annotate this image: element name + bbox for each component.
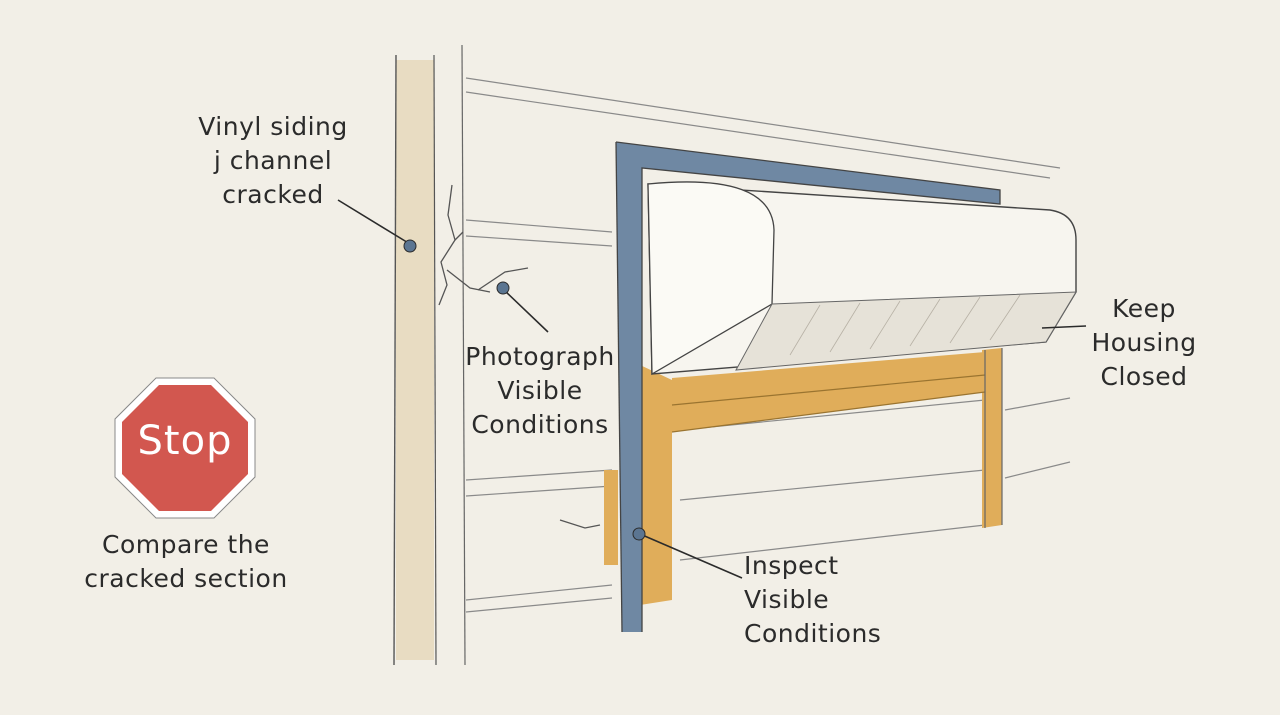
label-line: Keep bbox=[1112, 294, 1176, 323]
label-inspect: Inspect Visible Conditions bbox=[744, 549, 904, 651]
label-line: Housing bbox=[1091, 328, 1197, 357]
label-line: Visible bbox=[744, 585, 830, 614]
marker-photograph bbox=[496, 281, 510, 295]
label-line: Conditions bbox=[744, 619, 882, 648]
label-line: j channel bbox=[213, 146, 333, 175]
marker-inspect bbox=[632, 527, 646, 541]
label-line: Visible bbox=[497, 376, 583, 405]
label-line: Closed bbox=[1100, 362, 1188, 391]
stop-sign-label: Stop bbox=[137, 418, 233, 464]
label-line: Conditions bbox=[471, 410, 609, 439]
label-line: Compare the bbox=[102, 530, 270, 559]
callout-lines bbox=[337, 199, 1087, 579]
label-line: Inspect bbox=[744, 551, 839, 580]
label-photograph: Photograph Visible Conditions bbox=[458, 340, 622, 442]
label-line: Vinyl siding bbox=[198, 112, 348, 141]
label-line: Photograph bbox=[465, 342, 615, 371]
siding-boards bbox=[465, 77, 1071, 613]
j-channel bbox=[615, 141, 1001, 633]
label-line: cracked bbox=[222, 180, 324, 209]
label-line: cracked section bbox=[84, 564, 288, 593]
marker-vinyl bbox=[403, 239, 417, 253]
label-compare: Compare the cracked section bbox=[70, 528, 302, 596]
stop-sign-icon bbox=[114, 377, 256, 519]
label-keep-housing: Keep Housing Closed bbox=[1082, 292, 1206, 394]
corner-post bbox=[393, 44, 466, 666]
roller-housing bbox=[647, 181, 1077, 376]
label-vinyl-siding: Vinyl siding j channel cracked bbox=[178, 110, 368, 212]
siding-crack bbox=[438, 184, 601, 529]
